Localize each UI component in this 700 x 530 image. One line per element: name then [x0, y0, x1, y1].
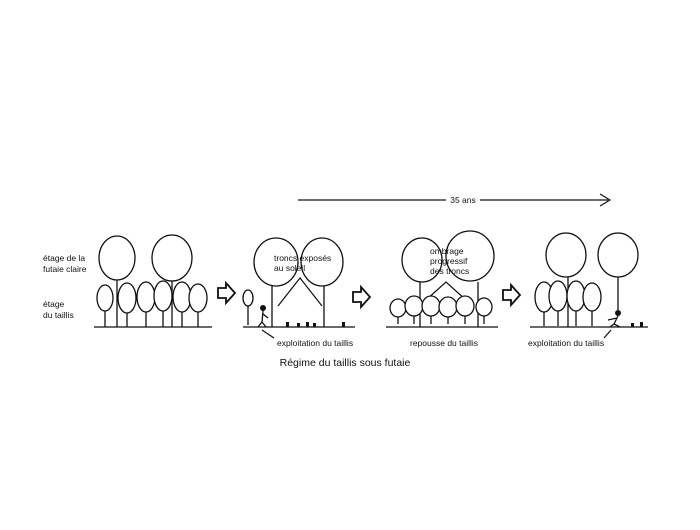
coppice-mature — [534, 280, 602, 326]
coppice-layer — [96, 280, 208, 327]
process-arrow — [502, 282, 522, 308]
woodcutter-figure — [607, 310, 621, 328]
standard-tree — [253, 237, 299, 287]
panel-4-harvest: exploitation du taillis — [528, 232, 648, 348]
annotation-shade-line2: progressif — [430, 256, 468, 266]
diagram-title: Régime du taillis sous futaie — [280, 357, 411, 369]
process-arrow — [217, 280, 237, 306]
coppice-regrowth — [389, 295, 493, 324]
timeline-label: 35 ans — [450, 195, 476, 205]
standard-tree — [597, 232, 639, 278]
panel-4-caption: exploitation du taillis — [528, 338, 604, 348]
annotation-shade-line1: ombrage — [430, 246, 464, 256]
panel-1-forest — [94, 234, 212, 328]
annotation-shade-line3: des troncs — [430, 266, 469, 276]
standard-tree — [151, 234, 193, 282]
woodcutter-figure — [257, 305, 269, 328]
standard-tree — [98, 235, 136, 281]
timeline-arrow: 35 ans — [298, 193, 612, 207]
process-arrow — [352, 284, 372, 310]
panel-2-caption: exploitation du taillis — [277, 338, 353, 348]
label-futaie-line2: futaie claire — [43, 264, 87, 274]
standard-tree — [445, 230, 495, 282]
panel-3-caption: repousse du taillis — [410, 338, 478, 348]
standard-tree — [545, 232, 587, 278]
annotation-exposed-line2: au soleil — [274, 263, 305, 273]
standard-tree — [401, 237, 443, 283]
panel-3-regrowth: ombrage progressif des troncs repousse d… — [386, 230, 498, 348]
standard-tree — [300, 237, 344, 287]
label-futaie-line1: étage de la — [43, 253, 85, 263]
label-taillis-line2: du taillis — [43, 310, 74, 320]
label-taillis-line1: étage — [43, 299, 65, 309]
annotation-exposed-line1: troncs exposés — [274, 253, 331, 263]
stage-labels: étage de la futaie claire étage du taill… — [43, 253, 87, 320]
panel-2-harvest: troncs exposés au soleil exploitation du… — [242, 237, 355, 348]
